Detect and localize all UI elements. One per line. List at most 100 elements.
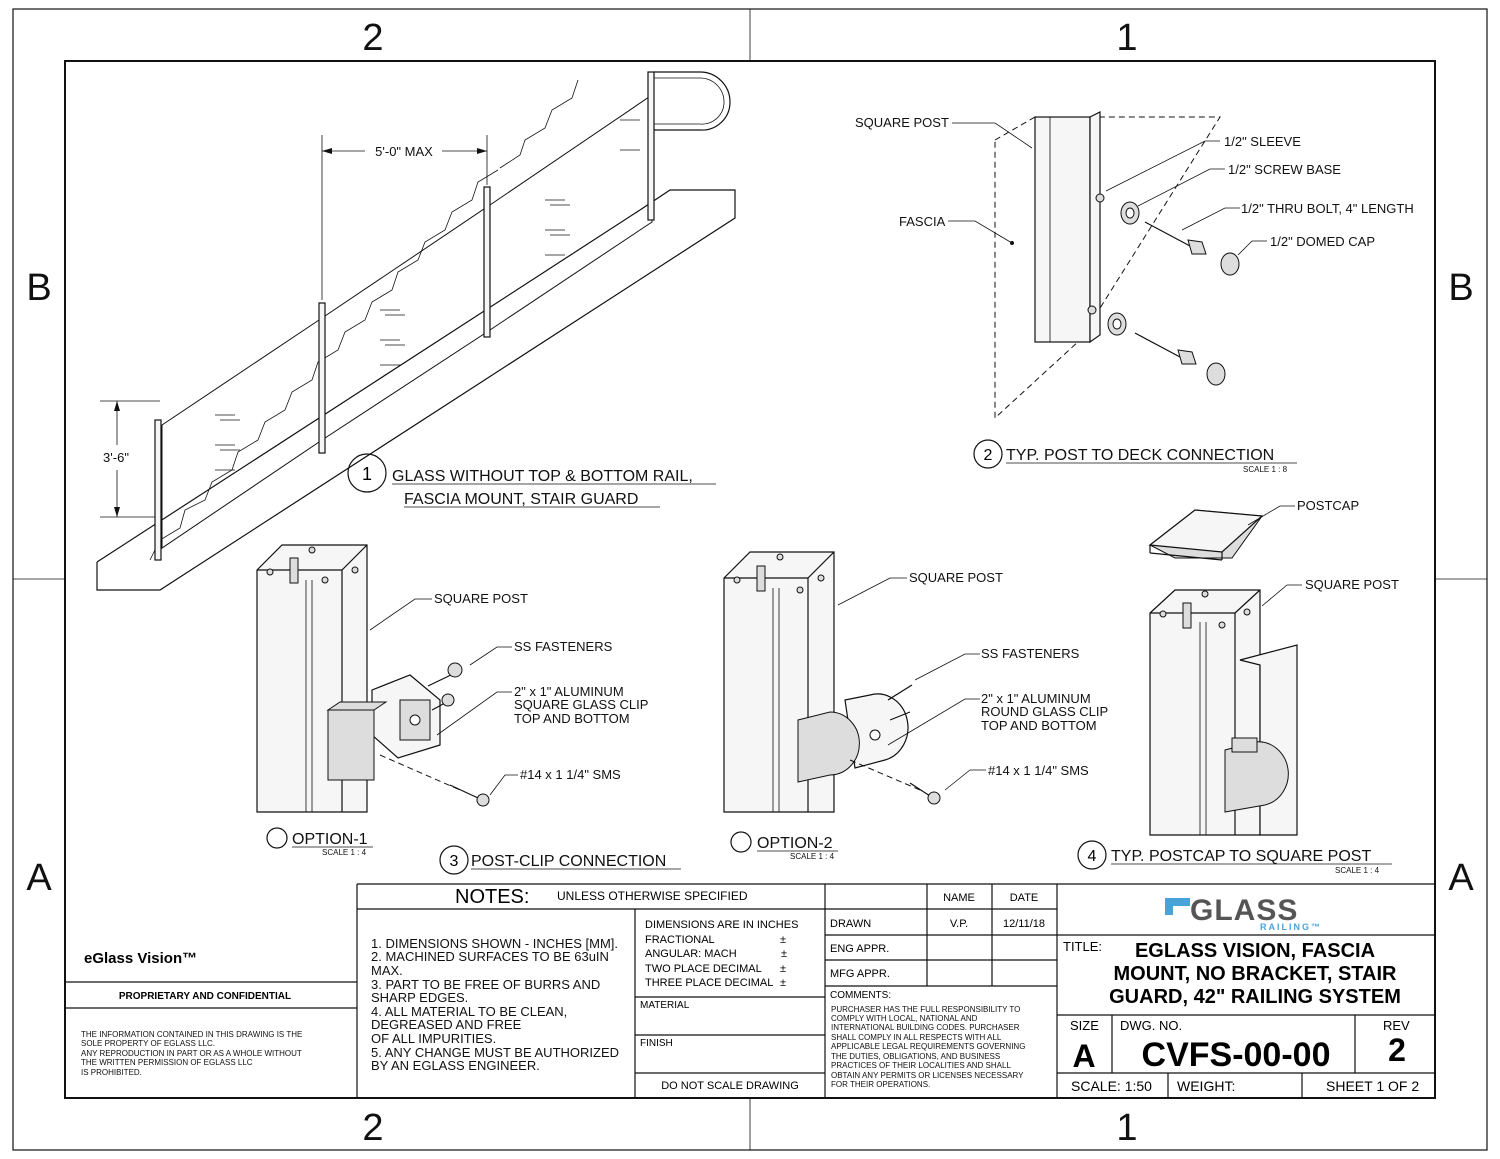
tolerance-line-2: FRACTIONAL [645,934,715,946]
label-fascia: FASCIA [899,214,946,229]
dwg-no-label: DWG. NO. [1120,1018,1182,1033]
title-block [65,883,1435,1098]
disclaimer-line-1: THE INFORMATION CONTAINED IN THIS DRAWIN… [81,1030,302,1039]
option2-label-sms: #14 x 1 1/4" SMS [988,763,1089,778]
size-value: A [1072,1038,1095,1074]
note-line-3: MAX. [371,963,403,978]
material-label: MATERIAL [640,1000,690,1011]
view3-number: 3 [450,853,459,870]
option1-view [256,544,518,813]
eng-appr-label: ENG APPR. [830,943,889,955]
option2-label-clip-line1: 2" x 1" ALUMINUM [981,691,1091,706]
tolerance-line-5: THREE PLACE DECIMAL [645,977,773,989]
option2-callout-circle [730,831,752,853]
postcap-label-square-post: SQUARE POST [1305,577,1399,592]
tolerance-pm-3: ± [780,963,786,975]
dim-post-spacing: 5'-0" MAX [375,144,433,159]
label-sleeve: 1/2" SLEEVE [1224,134,1301,149]
disclaimer-line-2: SOLE PROPERTY OF EGLASS LLC. [81,1039,215,1048]
disclaimer-line-4: THE WRITTEN PERMISSION OF EGLASS LLC [81,1058,253,1067]
tolerance-pm-1: ± [780,934,786,946]
comment-line-7: PRACTICES OF THEIR LOCALITIES AND SHALL [831,1061,1011,1070]
comment-line-1: PURCHASER HAS THE FULL RESPONSIBILITY TO [831,1005,1020,1014]
title-line-1: EGLASS VISION, FASCIA [1135,940,1375,962]
note-line-6: 4. ALL MATERIAL TO BE CLEAN, [371,1004,567,1019]
proprietary-label: PROPRIETARY AND CONFIDENTIAL [119,991,291,1002]
note-line-1: 1. DIMENSIONS SHOWN - INCHES [MM]. [371,936,618,951]
option2-label-square-post: SQUARE POST [909,570,1003,585]
note-line-5: SHARP EDGES. [371,990,468,1005]
view4-callout-circle [1077,840,1107,870]
logo-text: GLASS [1190,894,1298,927]
option2-view [723,551,986,813]
view2-number: 2 [984,447,993,464]
drawn-label: DRAWN [830,918,871,930]
view1-title-line1: GLASS WITHOUT TOP & BOTTOM RAIL, [392,468,693,485]
zone-label-left-a: A [26,857,52,899]
option1-title: OPTION-1 [292,831,368,848]
option2-label-clip-line2: ROUND GLASS CLIP [981,704,1108,719]
view4-number: 4 [1088,848,1097,865]
comment-line-8: OBTAIN ANY PERMITS OR LICENSES NECESSARY [831,1071,1024,1080]
product-name: eGlass Vision™ [84,950,197,967]
comment-line-6: THE DUTIES, OBLIGATIONS, AND BUSINESS [831,1052,1000,1061]
option1-scale: SCALE 1 : 4 [322,848,367,857]
note-line-7: DEGREASED AND FREE [371,1017,522,1032]
disclaimer-line-5: IS PROHIBITED. [81,1068,142,1077]
col-name-header: NAME [943,892,975,904]
dim-guard-height: 3'-6" [103,450,129,465]
sheet-value: SHEET 1 OF 2 [1326,1078,1419,1094]
rev-label: REV [1383,1018,1410,1033]
label-domed-cap: 1/2" DOMED CAP [1270,234,1375,249]
title-line-3: GUARD, 42" RAILING SYSTEM [1109,986,1401,1008]
logo-subtext: RAILING™ [1260,922,1322,932]
view1-number: 1 [362,464,372,484]
label-deck-square-post: SQUARE POST [855,115,949,130]
notes-header: NOTES: [455,886,529,908]
notes-subheader: UNLESS OTHERWISE SPECIFIED [557,889,748,903]
option1-label-clip-line3: TOP AND BOTTOM [514,711,630,726]
zone-label-top-1: 1 [1116,17,1137,59]
zone-label-left-b: B [26,267,51,309]
label-screw-base: 1/2" SCREW BASE [1228,162,1341,177]
col-date-header: DATE [1010,892,1039,904]
eglass-logo: GLASS RAILING™ [1165,894,1322,932]
drawn-date: 12/11/18 [1003,918,1045,930]
note-line-4: 3. PART TO BE FREE OF BURRS AND [371,977,600,992]
tolerance-line-1: DIMENSIONS ARE IN INCHES [645,919,798,931]
option2-scale: SCALE 1 : 4 [790,852,835,861]
scale-value: SCALE: 1:50 [1071,1078,1152,1094]
weight-label: WEIGHT: [1177,1078,1235,1094]
size-label: SIZE [1070,1018,1099,1033]
do-not-scale-label: DO NOT SCALE DRAWING [661,1080,799,1092]
view3-callout-circle [439,845,469,875]
postcap-view [1148,505,1302,836]
option1-label-square-post: SQUARE POST [434,591,528,606]
view1-title-line2: FASCIA MOUNT, STAIR GUARD [404,491,638,508]
dwg-no-value: CVFS-00-00 [1142,1036,1331,1074]
comment-line-2: COMPLY WITH LOCAL, NATIONAL AND [831,1014,978,1023]
zone-label-right-b: B [1448,267,1473,309]
zone-label-right-a: A [1448,857,1474,899]
comment-line-9: FOR THEIR OPERATIONS. [831,1080,930,1089]
zone-label-bottom-2: 2 [362,1107,383,1149]
view2-title: TYP. POST TO DECK CONNECTION [1006,447,1274,464]
note-line-10: BY AN EGLASS ENGINEER. [371,1058,540,1073]
zone-label-top-2: 2 [362,17,383,59]
label-thru-bolt: 1/2" THRU BOLT, 4" LENGTH [1241,201,1414,216]
title-label: TITLE: [1063,939,1102,954]
view4-title: TYP. POSTCAP TO SQUARE POST [1111,848,1371,865]
note-line-9: 5. ANY CHANGE MUST BE AUTHORIZED [371,1045,619,1060]
rev-value: 2 [1388,1032,1406,1068]
option2-label-clip-line3: TOP AND BOTTOM [981,718,1097,733]
comment-line-3: INTERNATIONAL BUILDING CODES. PURCHASER [831,1023,1020,1032]
view2-scale: SCALE 1 : 8 [1243,465,1288,474]
view4-scale: SCALE 1 : 4 [1335,866,1380,875]
zone-label-bottom-1: 1 [1116,1107,1137,1149]
tolerance-line-4: TWO PLACE DECIMAL [645,963,762,975]
title-line-2: MOUNT, NO BRACKET, STAIR [1114,963,1398,985]
deck-connection-view [948,111,1267,420]
option1-label-clip-line2: SQUARE GLASS CLIP [514,697,648,712]
option1-label-sms: #14 x 1 1/4" SMS [520,767,621,782]
